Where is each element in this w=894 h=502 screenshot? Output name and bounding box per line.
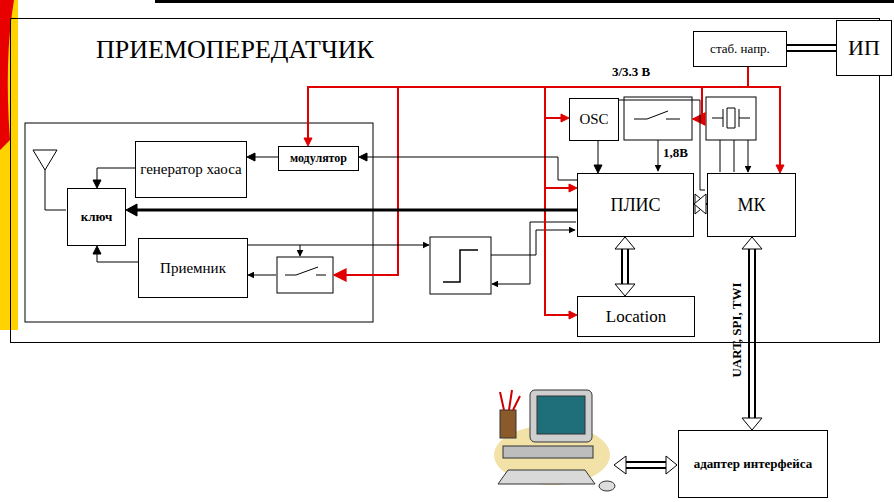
connector	[594, 141, 602, 173]
oscillator-box: OSC	[569, 98, 619, 141]
connector	[742, 237, 762, 430]
node-text: Location	[606, 307, 666, 326]
node-text: Приемник	[160, 260, 226, 277]
signal-wire	[247, 245, 429, 246]
connector	[304, 67, 748, 146]
switch-symbol	[634, 111, 680, 119]
signal-wire	[491, 230, 575, 255]
connector	[247, 153, 278, 161]
connector	[615, 237, 635, 296]
crystal-box	[706, 97, 756, 140]
transceiver-frame: ПРИЕМОПЕРЕДАТЧИК стаб. напр. генератор хао…	[10, 18, 880, 343]
switch-box	[277, 257, 333, 293]
signal-wire	[658, 140, 659, 171]
computer-icon	[494, 390, 615, 491]
interface-adapter-box: адаптер интерфейса	[678, 430, 828, 498]
crystal-symbol	[712, 108, 750, 128]
connector	[694, 194, 707, 214]
switch-symbol	[285, 267, 326, 275]
rf-module-frame	[25, 123, 373, 322]
power-source-box: ИП	[836, 20, 892, 76]
node-text: OSC	[579, 111, 608, 128]
node-text: ПЛИС	[610, 195, 660, 215]
node-text: модулятор	[290, 152, 347, 165]
connector	[748, 67, 784, 173]
comparator-box	[430, 237, 491, 294]
voltage-label: 1,8В	[663, 145, 688, 161]
signal-wire	[248, 275, 276, 276]
location-box: Location	[577, 296, 695, 337]
switch-key-box: ключ	[67, 188, 126, 246]
node-text: стаб. напр.	[710, 42, 770, 57]
receiver-box: Приемник	[138, 238, 248, 298]
connector	[93, 168, 135, 188]
voltage-label: 3/3.3 В	[612, 64, 650, 80]
node-text: ИП	[848, 36, 880, 61]
comparator-symbol	[443, 250, 478, 282]
bus-label: UART, SPI, TWI	[729, 282, 745, 377]
connector	[359, 153, 577, 180]
node-text: генератор хаоса	[140, 161, 242, 178]
node-text: ключ	[81, 210, 113, 225]
clock-wire	[720, 140, 748, 172]
node-text: МК	[737, 195, 765, 215]
node-text: адаптер интерфейса	[694, 457, 813, 472]
side-strip	[0, 0, 18, 330]
fpga-box: ПЛИС	[577, 173, 694, 237]
modulator-box: модулятор	[278, 146, 359, 171]
signal-wire	[492, 222, 576, 284]
interface-arrow	[614, 456, 677, 474]
mcu-box: МК	[707, 173, 796, 237]
connector	[126, 204, 577, 216]
signal-wire	[300, 245, 301, 256]
chaos-generator-box: генератор хаоса	[135, 141, 247, 198]
supply-wire	[693, 87, 748, 119]
regulator-box: стаб. напр.	[693, 31, 787, 67]
switch-box	[624, 97, 692, 140]
antenna-symbol	[33, 150, 66, 210]
node-text: ПРИЕМОПЕРЕДАТЧИК	[96, 35, 374, 64]
supply-wire	[334, 87, 398, 275]
top-rule	[155, 0, 894, 3]
connector	[93, 246, 138, 262]
side-swoosh	[0, 0, 14, 150]
